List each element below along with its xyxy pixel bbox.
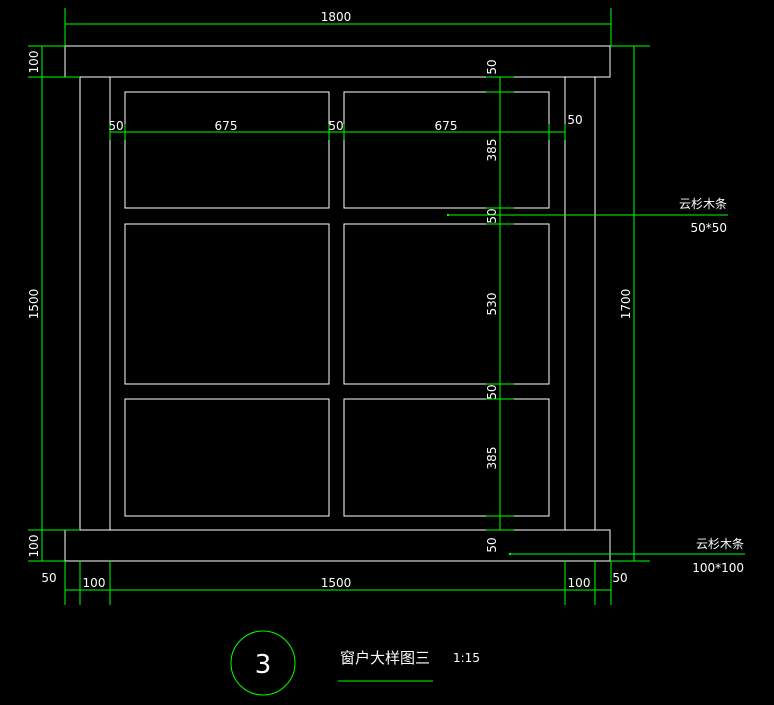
note2-size: 100*100 [692,561,744,575]
pane-bottom-right [343,398,550,517]
dim-row-frame-left: 50 [108,119,123,133]
drawing-title: 窗户大样图三 [340,649,430,667]
dimension-bottom: 50 100 1500 100 50 [41,561,628,605]
dimension-left: 100 1500 100 [27,45,80,562]
leader-note-1: 云杉木条 50*50 [446,197,728,235]
dim-top-total: 1800 [321,10,352,24]
dimension-pane-column: 50 385 50 530 50 385 50 [485,59,514,553]
note1-size: 50*50 [690,221,727,235]
pane-top-right [343,91,550,209]
drawing-scale: 1:15 [453,651,480,665]
dim-right-total: 1700 [619,289,633,320]
detail-number-circle [230,630,296,696]
dimension-right: 1700 [611,45,650,562]
window-outline [64,45,611,562]
pane-middle-right [343,223,550,385]
top-sill [64,45,611,78]
dim-left-middle: 1500 [27,289,41,320]
dim-bottom-right-inner: 100 [568,576,591,590]
dim-bottom-middle: 1500 [321,576,352,590]
leader-note-2: 云杉木条 100*100 [508,537,745,575]
dim-bottom-right-outer: 50 [612,571,627,585]
dim-left-bottom: 100 [27,535,41,558]
pane-top-left [124,91,330,209]
detail-number: 3 [255,650,272,680]
dim-bottom-left-inner: 100 [83,576,106,590]
dim-row-mullion: 50 [328,119,343,133]
pane-middle-left [124,223,330,385]
dim-row-pane-left: 675 [215,119,238,133]
inner-frame [109,76,566,531]
dim-col-bottom-frame: 50 [485,537,499,552]
title-block: 3 窗户大样图三 1:15 [230,630,480,696]
dim-col-bottom-pane: 385 [485,447,499,470]
dimension-pane-row: 50 675 50 675 50 [108,113,583,140]
dim-col-mid-pane: 530 [485,293,499,316]
dim-row-pane-right: 675 [435,119,458,133]
dim-left-top: 100 [27,51,41,74]
dim-row-frame-right: 50 [567,113,582,127]
note1-name: 云杉木条 [679,197,727,211]
pane-bottom-left [124,398,330,517]
dim-col-rail-1: 50 [485,208,499,223]
dim-bottom-left-outer: 50 [41,571,56,585]
note2-name: 云杉木条 [696,537,744,551]
bottom-sill [64,529,611,562]
dimension-top: 1800 [64,8,612,46]
dim-col-top-frame: 50 [485,59,499,74]
dim-col-top-pane: 385 [485,139,499,162]
dim-col-rail-2: 50 [485,384,499,399]
